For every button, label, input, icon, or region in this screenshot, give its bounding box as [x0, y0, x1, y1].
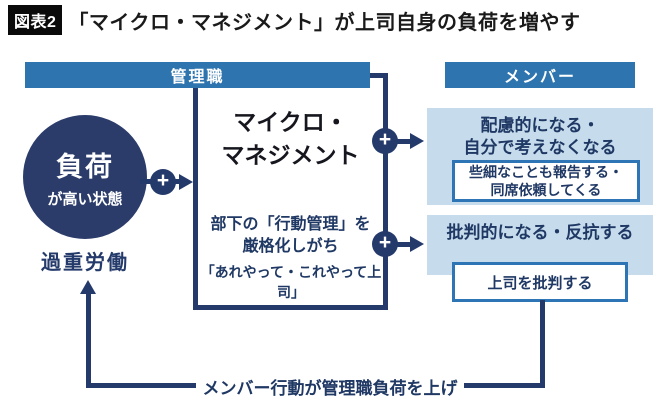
micromanagement-quote: 「あれやって・これやって上司」	[200, 264, 382, 300]
feedback-line-down	[540, 300, 545, 388]
outcome1-label-line1: 配慮的になる・	[480, 116, 600, 135]
outcome1-detail-line2: 同席依頼してくる	[490, 182, 602, 198]
feedback-loop-label: メンバー行動が管理職負荷を上げる	[196, 374, 464, 401]
plus-icon: +	[372, 128, 398, 154]
arrow-right-icon	[179, 174, 193, 190]
micromanagement-description: 部下の「行動管理」を 厳格化しがち	[198, 214, 383, 259]
plus-icon: +	[150, 169, 176, 195]
load-circle-sub-label: が高い状態	[47, 191, 123, 208]
member-header-bar: メンバー	[445, 62, 635, 88]
micromanagement-title-line2: マネジメント	[221, 142, 360, 169]
connector-frame-to-outcome1	[396, 139, 412, 144]
outcome2-detail-box: 上司を批判する	[452, 262, 628, 302]
outcome2-label: 批判的になる・反抗する	[446, 223, 634, 242]
load-state-circle: 負荷 が高い状態	[23, 115, 147, 239]
overwork-caption: 過重労働	[41, 252, 129, 274]
micromanagement-title: マイクロ・ マネジメント	[198, 106, 383, 173]
arrow-right-icon	[410, 133, 424, 149]
micromanagement-desc-line2: 厳格化しがち	[242, 238, 339, 256]
plus-icon: +	[372, 231, 398, 257]
outcome1-detail-line1: 些細なことも報告する・	[469, 163, 623, 180]
arrow-right-icon	[410, 236, 424, 252]
connector-frame-to-outcome2	[396, 242, 412, 247]
load-circle-main-label: 負荷	[56, 152, 114, 182]
figure-number-badge: 図表2	[8, 5, 63, 35]
diagram-title: 「マイクロ・マネジメント」が上司自身の負荷を増やす	[68, 11, 581, 34]
manager-header-bar: 管理職	[25, 62, 370, 88]
micromanagement-desc-line1: 部下の「行動管理」を	[210, 216, 371, 233]
outcome1-label-line2: 自分で考えなくなる	[463, 138, 617, 158]
arrow-up-icon	[80, 280, 96, 294]
diagram-title-row: 図表2 「マイクロ・マネジメント」が上司自身の負荷を増やす	[8, 5, 581, 35]
outcome1-detail-box: 些細なことも報告する・ 同席依頼してくる	[452, 160, 640, 202]
outcome1-detail-text: 些細なことも報告する・ 同席依頼してくる	[469, 163, 623, 199]
micromanagement-title-line1: マイクロ・	[233, 109, 348, 135]
outcome1-label: 配慮的になる・ 自分で考えなくなる	[427, 108, 653, 159]
feedback-line-up	[86, 292, 91, 388]
